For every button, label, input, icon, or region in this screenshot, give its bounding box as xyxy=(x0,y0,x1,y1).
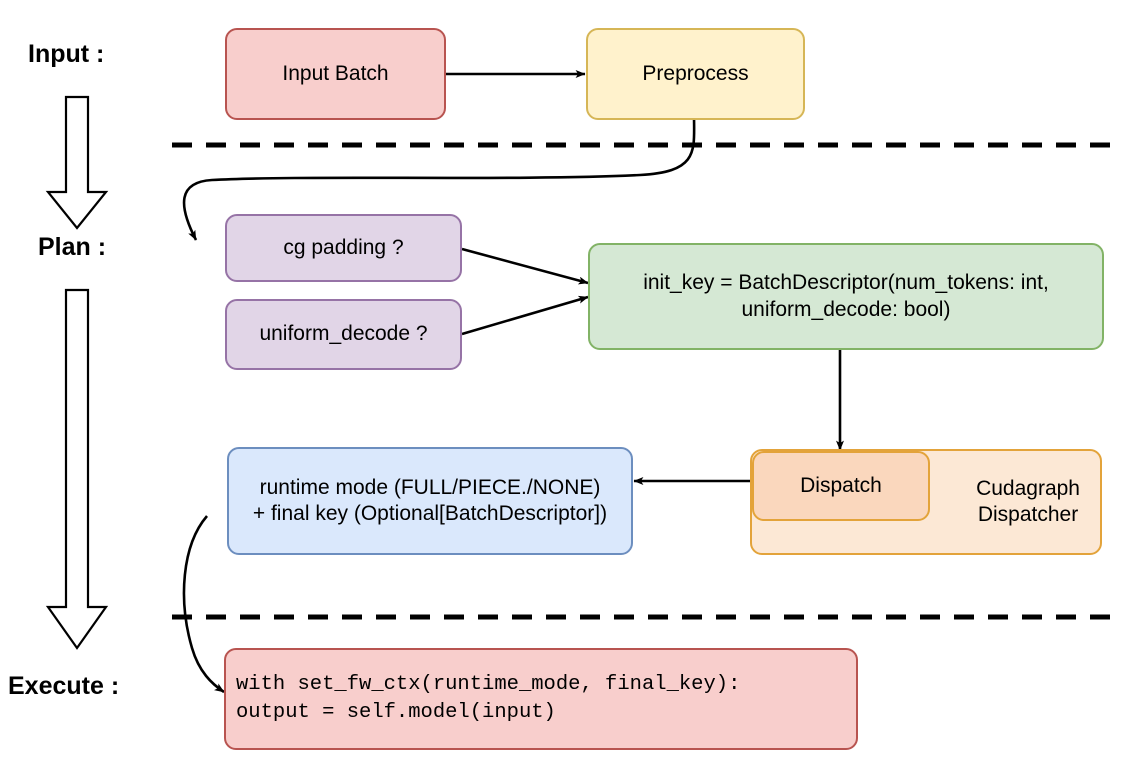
node-init-key-label: init_key = BatchDescriptor(num_tokens: i… xyxy=(643,271,1049,321)
edge-cg-padding-to-init-key xyxy=(461,247,589,285)
node-runtime-mode[interactable]: runtime mode (FULL/PIECE./NONE) + final … xyxy=(227,447,633,555)
node-cg-padding-label: cg padding ? xyxy=(283,235,404,259)
edge-uniform-decode-to-init-key xyxy=(461,295,589,336)
node-dispatch-label: Dispatch xyxy=(800,473,882,497)
node-cg-padding[interactable]: cg padding ? xyxy=(225,214,462,282)
node-cudagraph-dispatcher-label: Cudagraph Dispatcher xyxy=(976,476,1080,526)
stage-label-input: Input : xyxy=(28,40,105,68)
node-init-key[interactable]: init_key = BatchDescriptor(num_tokens: i… xyxy=(588,243,1104,350)
node-execute-code[interactable]: with set_fw_ctx(runtime_mode, final_key)… xyxy=(224,648,858,750)
node-dispatch[interactable]: Dispatch xyxy=(752,451,930,521)
flow-arrow-plan-to-execute xyxy=(45,288,109,650)
node-runtime-mode-label: runtime mode (FULL/PIECE./NONE) + final … xyxy=(252,475,608,525)
node-input-batch[interactable]: Input Batch xyxy=(225,28,446,120)
edge-runtime-mode-to-execute-code xyxy=(182,515,225,694)
node-preprocess[interactable]: Preprocess xyxy=(586,28,805,120)
node-execute-code-label: with set_fw_ctx(runtime_mode, final_key)… xyxy=(236,673,741,724)
stage-label-plan: Plan : xyxy=(38,233,107,261)
node-preprocess-label: Preprocess xyxy=(642,61,749,85)
flow-arrow-input-to-plan xyxy=(45,95,109,230)
node-uniform-decode-label: uniform_decode ? xyxy=(259,322,428,346)
node-uniform-decode[interactable]: uniform_decode ? xyxy=(225,299,462,370)
edge-preprocess-to-cg-padding xyxy=(182,113,696,241)
stage-label-execute: Execute : xyxy=(8,672,120,700)
node-input-batch-label: Input Batch xyxy=(282,61,389,85)
